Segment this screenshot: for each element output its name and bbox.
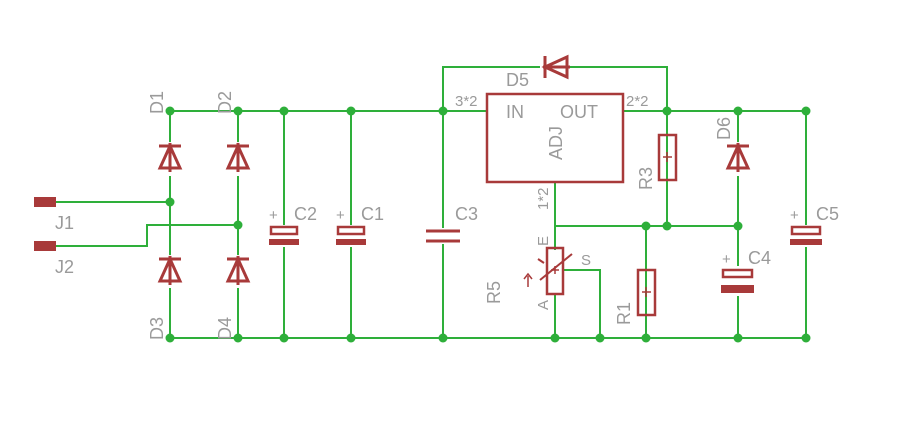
wire-r5-s [563, 269, 601, 338]
j2-label: J2 [55, 257, 74, 277]
c3-label: C3 [455, 204, 478, 224]
junction-dot [595, 333, 605, 343]
junction-dot [165, 333, 175, 343]
d5-label: D5 [506, 70, 529, 90]
capacitor-c5: + C5 [790, 204, 839, 247]
connector-j2: J2 [34, 241, 74, 277]
r1-label: R1 [614, 302, 634, 325]
junction-dot [801, 106, 811, 116]
junction-dot [279, 333, 289, 343]
r5-label: R5 [484, 281, 504, 304]
potentiometer-r5: R5 E A S [484, 236, 591, 310]
c4-plus: + [722, 251, 731, 268]
voltage-regulator: IN OUT ADJ 3*2 2*2 1*2 [455, 92, 649, 210]
junction-dot [662, 221, 672, 231]
junction-dot [438, 106, 448, 116]
capacitor-c2: + C2 [269, 204, 317, 247]
r5-e-label: E [535, 236, 552, 246]
regulator-adj-label: ADJ [546, 126, 566, 160]
junction-dot [346, 106, 356, 116]
junction-dot [279, 106, 289, 116]
diode-d2: D2 [215, 91, 251, 176]
junctions [165, 106, 811, 343]
junction-dot [165, 106, 175, 116]
diode-d6: D6 [714, 117, 751, 176]
junction-dot [641, 333, 651, 343]
junction-dot [233, 106, 243, 116]
d3-label: D3 [147, 317, 167, 340]
capacitor-c3: C3 [426, 204, 478, 244]
junction-dot [438, 333, 448, 343]
c2-label: C2 [294, 204, 317, 224]
junction-dot [165, 197, 175, 207]
capacitor-c1: + C1 [336, 204, 384, 247]
junction-dot [801, 333, 811, 343]
capacitor-c4: + C4 [721, 248, 771, 296]
c2-plus: + [269, 207, 278, 224]
j1-label: J1 [55, 213, 74, 233]
junction-dot [233, 333, 243, 343]
d1-label: D1 [147, 91, 167, 114]
pin-out-label: 2*2 [626, 93, 649, 110]
c1-plus: + [336, 207, 345, 224]
junction-dot [641, 221, 651, 231]
c5-label: C5 [816, 204, 839, 224]
c4-label: C4 [748, 248, 771, 268]
pin-in-label: 3*2 [455, 93, 478, 110]
c5-plus: + [790, 207, 799, 224]
c1-label: C1 [361, 204, 384, 224]
wire-j2 [56, 224, 238, 247]
connector-j1: J1 [34, 197, 74, 233]
junction-dot [233, 220, 243, 230]
junction-dot [733, 333, 743, 343]
diode-d4: D4 [215, 255, 251, 340]
d4-label: D4 [215, 317, 235, 340]
junction-dot [733, 221, 743, 231]
pin-adj-label: 1*2 [535, 187, 552, 210]
r3-label: R3 [636, 167, 656, 190]
regulator-out-label: OUT [560, 102, 598, 122]
diode-d3: D3 [147, 255, 183, 340]
junction-dot [346, 333, 356, 343]
resistor-r3: R3 [636, 133, 678, 190]
junction-dot [733, 106, 743, 116]
junction-dot [662, 106, 672, 116]
junction-dot [550, 333, 560, 343]
d6-label: D6 [714, 117, 734, 140]
resistor-r1: R1 [614, 268, 657, 325]
r5-s-label: S [581, 252, 591, 269]
diode-d1: D1 [147, 91, 183, 176]
regulator-in-label: IN [506, 102, 524, 122]
diode-d5: D5 [506, 54, 570, 90]
d2-label: D2 [215, 91, 235, 114]
r5-a-label: A [535, 300, 552, 310]
